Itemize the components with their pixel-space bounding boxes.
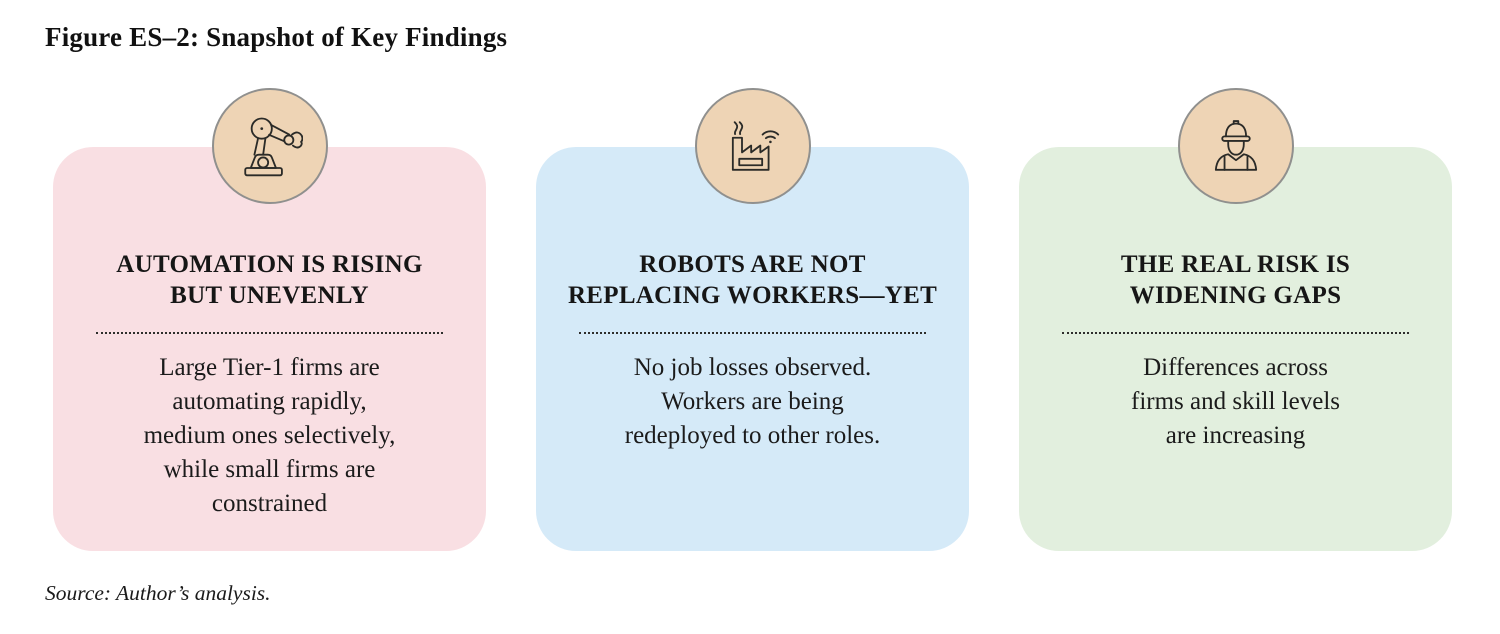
worker-icon	[1177, 88, 1294, 204]
card-heading-line: BUT UNEVENLY	[170, 282, 369, 309]
card-heading-line: WIDENING GAPS	[1129, 282, 1342, 309]
card-body-line: firms and skill levels	[1131, 388, 1340, 415]
dotted-divider	[1062, 332, 1409, 334]
card-heading-line: THE REAL RISK IS	[1120, 251, 1351, 278]
card-heading-line: REPLACING WORKERS—YET	[567, 282, 938, 309]
card-body-line: automating rapidly,	[172, 388, 367, 415]
card-heading: AUTOMATION IS RISING BUT UNEVENLY	[53, 249, 486, 311]
smart-factory-icon	[694, 88, 811, 204]
card-heading-line: AUTOMATION IS RISING	[116, 251, 423, 278]
card-body-line: No job losses observed.	[633, 354, 872, 381]
cards-row: AUTOMATION IS RISING BUT UNEVENLY Large …	[53, 88, 1452, 551]
card-robots: ROBOTS ARE NOT REPLACING WORKERS—YET No …	[536, 88, 969, 551]
figure-title: Figure ES–2: Snapshot of Key Findings	[45, 22, 508, 52]
robot-arm-icon	[211, 88, 328, 204]
card-body-line: redeployed to other roles.	[624, 422, 881, 449]
source-note: Source: Author’s analysis.	[45, 581, 271, 605]
card-body-line: Large Tier-1 firms are	[159, 354, 380, 381]
dotted-divider	[579, 332, 926, 334]
card-body-line: medium ones selectively,	[143, 422, 396, 449]
card-heading: ROBOTS ARE NOT REPLACING WORKERS—YET	[536, 249, 969, 311]
card-body-line: Workers are being	[661, 388, 844, 415]
card-body: No job losses observed. Workers are bein…	[536, 351, 969, 453]
card-body: Large Tier-1 firms are automating rapidl…	[53, 351, 486, 521]
card-body-line: are increasing	[1165, 422, 1306, 449]
card-heading: THE REAL RISK IS WIDENING GAPS	[1019, 249, 1452, 311]
card-automation: AUTOMATION IS RISING BUT UNEVENLY Large …	[53, 88, 486, 551]
card-body-line: while small firms are	[163, 456, 376, 483]
card-gaps: THE REAL RISK IS WIDENING GAPS Differenc…	[1019, 88, 1452, 551]
card-heading-line: ROBOTS ARE NOT	[639, 251, 866, 278]
card-body-line: Differences across	[1143, 354, 1328, 381]
card-body-line: constrained	[211, 490, 328, 517]
dotted-divider	[96, 332, 443, 334]
card-body: Differences across firms and skill level…	[1019, 351, 1452, 453]
